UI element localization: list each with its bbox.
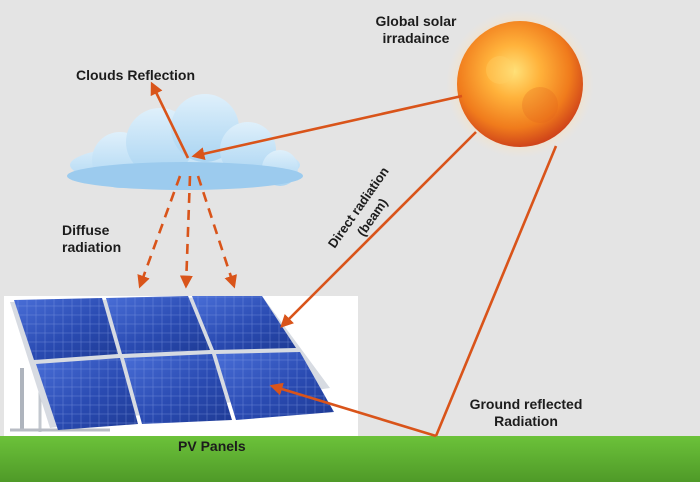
arrow-sun-to-cloud xyxy=(191,94,463,161)
arrow-diffuse-2 xyxy=(179,175,193,289)
arrow-sun-to-ground xyxy=(434,145,558,437)
solar-panel-icon xyxy=(10,296,334,432)
direct-radiation-label: Direct radiation (beam) xyxy=(325,164,392,251)
arrow-diffuse-1 xyxy=(137,175,182,289)
diffuse-radiation-line2: radiation xyxy=(62,239,122,255)
arrow-ground-reflected xyxy=(269,382,437,438)
global-irradiance-label: Global solar irradaince xyxy=(356,13,476,47)
arrow-clouds-reflection xyxy=(150,81,190,159)
diffuse-radiation-label: Diffuse radiation xyxy=(62,222,121,256)
arrow-diffuse-3 xyxy=(196,175,237,289)
sun-icon xyxy=(446,10,594,158)
diffuse-radiation-line1: Diffuse xyxy=(62,222,110,238)
clouds-reflection-label: Clouds Reflection xyxy=(76,67,196,83)
ground-reflected-line1: Ground reflected xyxy=(469,396,583,412)
global-irradiance-line2: irradaince xyxy=(382,30,450,46)
ground-reflected-line2: Radiation xyxy=(494,413,558,429)
global-irradiance-line1: Global solar xyxy=(375,13,457,29)
pv-panels-label: PV Panels xyxy=(178,438,246,454)
arrow-direct-radiation xyxy=(280,131,477,328)
ground-reflected-label: Ground reflected Radiation xyxy=(446,396,606,430)
ground xyxy=(0,436,700,482)
cloud-icon xyxy=(67,94,303,190)
